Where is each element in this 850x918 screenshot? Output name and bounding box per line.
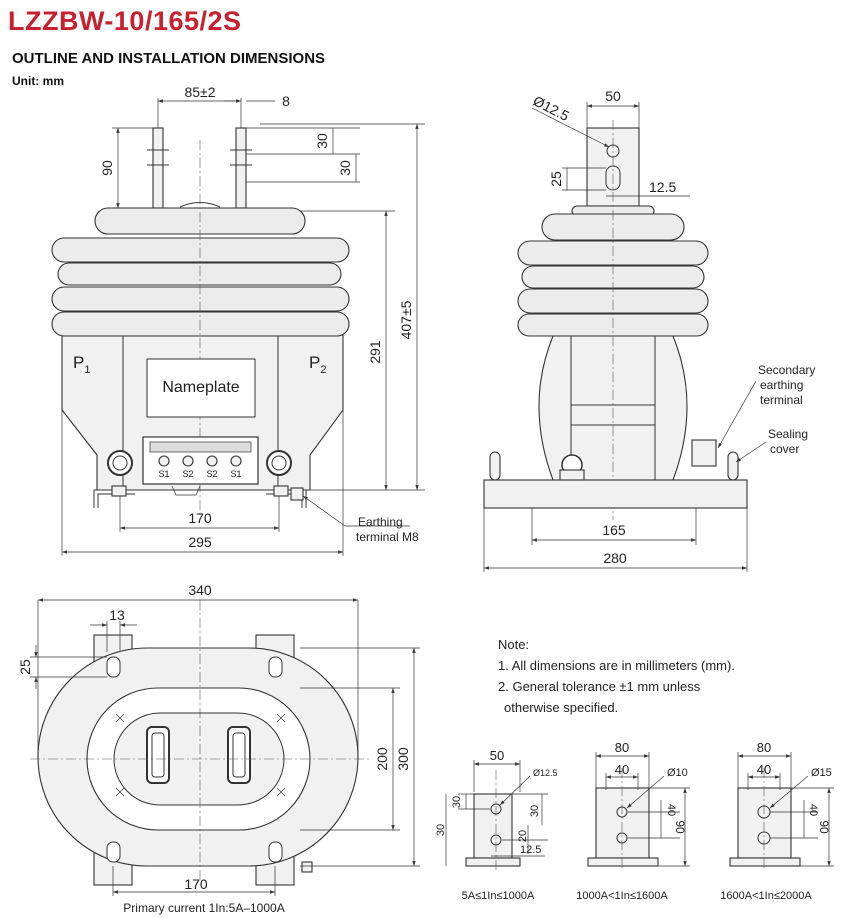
page-title: LZZBW-10/165/2S [8, 6, 242, 36]
detail-1-v30b: 30 [529, 805, 541, 817]
primary-bar-right [227, 726, 251, 784]
shed-3 [51, 286, 350, 312]
detail-2: 80 40 Ø10 40 90 1000A<1In≤1600A [576, 740, 690, 902]
detail-1-v30c: 30 [435, 824, 447, 836]
secondary-label-1: Secondary [758, 363, 815, 377]
unit-label: Unit: mm [12, 74, 64, 88]
detail-2-width: 80 [615, 740, 629, 755]
bottom-caption: Primary current 1In:5A–1000A [123, 901, 284, 915]
nameplate-label: Nameplate [162, 379, 239, 396]
primary-bar-left [146, 726, 170, 784]
dim-12-5-side: 12.5 [649, 179, 676, 195]
dim-200: 200 [374, 747, 390, 771]
detail-3-caption: 1600A<1In≤2000A [720, 890, 812, 902]
detail-1-width: 50 [490, 748, 504, 763]
detail-1-caption: 5A≤1In≤1000A [462, 890, 535, 902]
detail-3-v40: 40 [807, 804, 819, 816]
detail-1: 50 Ø12.5 30 30 30 20 12.5 5A≤1In≤1000A [435, 748, 558, 902]
dim-50-side: 50 [605, 88, 621, 104]
detail-3: 80 40 Ø15 40 90 1600A<1In≤2000A [720, 740, 834, 902]
dim-295: 295 [188, 534, 212, 550]
detail-2-caption: 1000A<1In≤1600A [576, 890, 668, 902]
dim-340: 340 [188, 582, 212, 598]
terminal-s2-right: S2 [206, 469, 217, 479]
dim-25-side: 25 [548, 171, 564, 187]
dim-165: 165 [602, 522, 626, 538]
secondary-label-2: earthing [760, 378, 803, 392]
primary-terminal-left [152, 127, 164, 209]
nameplate-box [146, 358, 256, 418]
detail-1-hole: Ø12.5 [533, 768, 558, 778]
detail-1-v20: 20 [517, 830, 529, 842]
dim-85: 85±2 [184, 84, 215, 100]
dim-30-upper: 30 [314, 133, 330, 149]
sealing-label-2: cover [770, 442, 799, 456]
p1-label: P1 [73, 353, 90, 376]
dim-291: 291 [367, 340, 383, 364]
dim-407: 407±5 [398, 300, 414, 339]
sealing-label-1: Sealing [768, 427, 808, 441]
terminal-s1-right: S1 [230, 469, 241, 479]
earthing-terminal [290, 487, 304, 501]
dim-300: 300 [395, 747, 411, 771]
shed-1 [51, 237, 350, 263]
detail-3-hole: Ø15 [811, 767, 832, 779]
detail-1-v30a: 30 [451, 796, 463, 808]
dim-30-lower: 30 [337, 160, 353, 176]
lifting-ring-left [107, 450, 133, 476]
earthing-label-2: terminal M8 [356, 530, 419, 544]
secondary-label-3: terminal [760, 393, 803, 407]
terminal-s2-left: S2 [182, 469, 193, 479]
dim-280: 280 [603, 550, 627, 566]
detail-3-v90: 90 [817, 820, 831, 834]
dim-hole-side: Ø12.5 [531, 92, 572, 124]
earthing-label-1: Earthing [358, 515, 403, 529]
note-heading: Note: [498, 637, 530, 652]
detail-2-inner: 40 [615, 762, 629, 777]
detail-1-v125: 12.5 [520, 844, 541, 856]
detail-3-width: 80 [757, 740, 771, 755]
detail-2-hole: Ø10 [667, 767, 688, 779]
front-view: Nameplate P1 P2 S1 S2 S2 S1 [51, 84, 425, 556]
side-base [483, 479, 748, 509]
detail-2-v40: 40 [665, 804, 677, 816]
page-subtitle: OUTLINE AND INSTALLATION DIMENSIONS [12, 50, 326, 67]
p2-label: P2 [309, 353, 326, 376]
shed-4 [51, 311, 350, 337]
dim-170-bottom: 170 [184, 876, 208, 892]
lifting-ring-right [266, 450, 292, 476]
dim-170-front: 170 [188, 510, 212, 526]
dim-25-bottom: 25 [17, 659, 33, 675]
terminal-s1-left: S1 [158, 469, 169, 479]
dim-90: 90 [99, 160, 115, 176]
side-view: 50 Ø12.5 25 12.5 165 280 Secondary earth… [483, 88, 815, 572]
dim-8: 8 [282, 93, 290, 109]
note-line-1: 1. All dimensions are in millimeters (mm… [498, 658, 735, 673]
detail-3-inner: 40 [757, 762, 771, 777]
note-line-2: 2. General tolerance ±1 mm unless [498, 679, 701, 694]
primary-terminal-right [235, 127, 247, 209]
bottom-view: 340 13 25 200 300 170 Primary current 1I… [17, 582, 420, 915]
detail-2-v90: 90 [673, 820, 687, 834]
note-line-3: otherwise specified. [504, 700, 619, 715]
shed-2 [57, 262, 342, 286]
note-block: Note: 1. All dimensions are in millimete… [498, 634, 735, 718]
dim-13: 13 [109, 607, 125, 623]
